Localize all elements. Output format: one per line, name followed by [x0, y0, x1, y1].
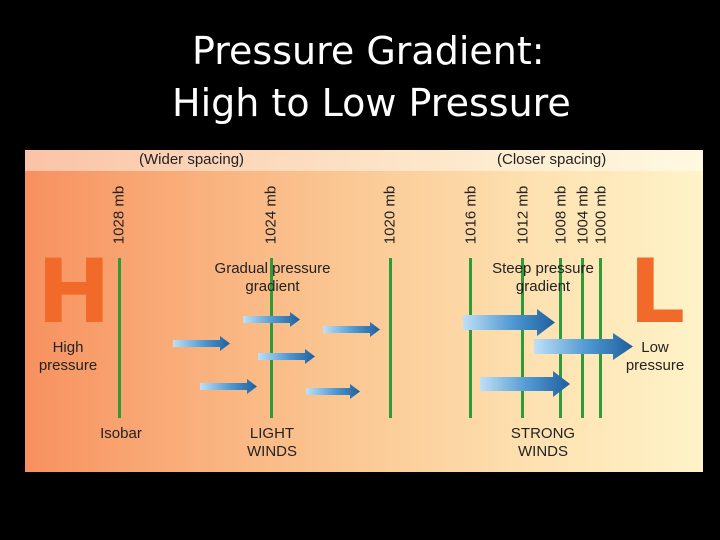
light-wind-arrow	[258, 349, 315, 364]
strong-wind-arrow	[480, 371, 570, 397]
isobar-line-1016	[469, 258, 472, 418]
closer-spacing-label: (Closer spacing)	[497, 151, 607, 168]
low-pressure-letter: L	[629, 240, 686, 343]
title-line-1: Pressure Gradient:	[192, 29, 545, 73]
strong-wind-arrow	[463, 309, 555, 336]
light-wind-arrow	[306, 384, 360, 399]
gradual-gradient-label: Gradual pressure gradient	[214, 260, 331, 295]
isobar-line-1024	[270, 258, 273, 418]
low-pressure-label: Low pressure	[625, 339, 685, 374]
isobar-line-1004	[581, 258, 584, 418]
isobar-label: Isobar	[100, 425, 142, 442]
light-wind-arrow	[243, 312, 300, 327]
spacing-header	[25, 150, 703, 171]
wider-spacing-label: (Wider spacing)	[139, 151, 245, 168]
light-winds-label: LIGHT WINDS	[247, 425, 297, 460]
wind-arrows	[173, 309, 633, 399]
pressure-gradient-diagram: (Wider spacing) (Closer spacing) 1028 mb…	[25, 150, 703, 472]
strong-winds-label: STRONG WINDS	[510, 425, 576, 460]
isobar-line-1012	[521, 258, 524, 418]
title-line-2: High to Low Pressure	[172, 81, 571, 125]
light-wind-arrow	[323, 322, 380, 337]
isobar-line-1028	[118, 258, 121, 418]
isobar-line-1020	[389, 258, 392, 418]
strong-wind-arrow	[534, 333, 633, 360]
isobar-line-1000	[599, 258, 602, 418]
high-pressure-letter: H	[37, 240, 111, 343]
steep-gradient-label: Steep pressure gradient	[492, 260, 594, 295]
isobar-line-1008	[559, 258, 562, 418]
light-wind-arrow	[173, 336, 230, 351]
light-wind-arrow	[200, 379, 257, 394]
high-pressure-label: High pressure	[38, 339, 98, 374]
